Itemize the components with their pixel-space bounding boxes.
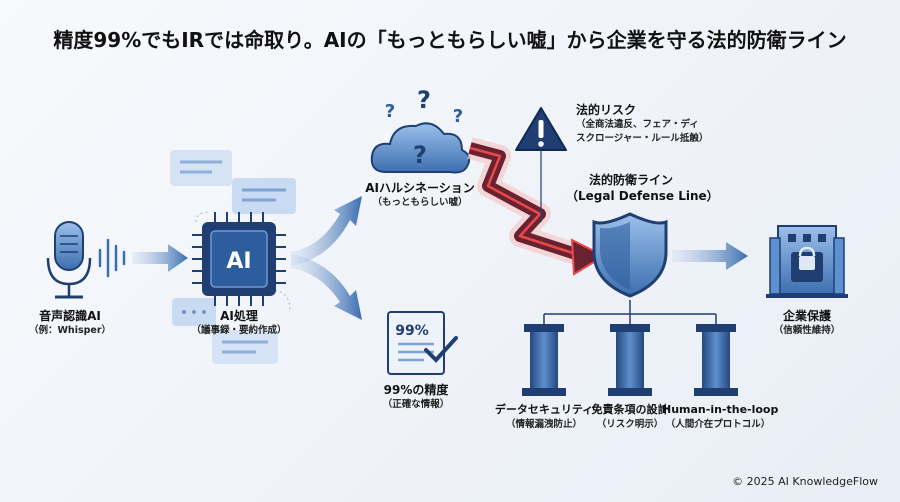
legal-risk-sub-2: スクロージャー・ルール抵触）	[576, 133, 709, 144]
question-cloud-icon: ? ? ? ?	[370, 86, 471, 174]
accuracy-title: 99%の精度	[383, 383, 449, 397]
svg-text:?: ?	[413, 141, 427, 169]
ai-processing-label: AI処理 （議事録・要約作成）	[180, 308, 298, 338]
legal-defense-title: 法的防衛ライン	[588, 173, 673, 187]
pillar-connector	[543, 300, 717, 324]
legal-risk-sub-1: （全商法違反、フェア・ディ	[576, 119, 699, 130]
arrow-ai-to-accuracy	[290, 254, 362, 320]
pillar-icon-2	[608, 324, 652, 396]
arrow-ai-to-hallucination	[290, 196, 362, 266]
building-lock-icon	[766, 225, 848, 298]
voice-ai-label: 音声認識AI （例：Whisper）	[20, 308, 120, 338]
document-percent-text: 99%	[395, 323, 429, 339]
accuracy-sub: （正確な情報）	[382, 399, 450, 410]
legal-risk-title: 法的リスク	[576, 103, 637, 117]
pillar-2-sub: （リスク明示）	[596, 419, 664, 430]
corporate-protection-sub: （信頼性維持）	[773, 325, 841, 336]
ai-chip-text: AI	[226, 249, 251, 274]
svg-text:?: ?	[453, 106, 463, 127]
pillar-3-title: Human-in-the-loop	[662, 403, 779, 416]
hallucination-label: AIハルシネーション （もっともらしい嘘）	[348, 180, 492, 210]
accuracy-label: 99%の精度 （正確な情報）	[370, 382, 462, 412]
sound-wave-icon	[98, 238, 126, 278]
arrow-shield-to-building	[672, 242, 748, 270]
page-title: 精度99%でもIRでは命取り。AIの「もっともらしい嘘」から企業を守る法的防衛ラ…	[53, 28, 847, 52]
corporate-protection-label: 企業保護 （信頼性維持）	[760, 308, 854, 338]
document-check-icon	[387, 311, 458, 375]
pillar-1-label: データセキュリティ （情報漏洩防止）	[488, 402, 600, 432]
arrow-voice-to-ai	[132, 244, 188, 272]
shield-icon	[592, 212, 668, 298]
pillar-1-sub: （情報漏洩防止）	[505, 419, 582, 430]
chat-bubble-icon	[170, 150, 296, 364]
microphone-icon	[46, 221, 92, 299]
pillar-3-sub: （人間介在プロトコル）	[665, 419, 771, 430]
ai-chip-icon	[192, 212, 286, 306]
pillar-3-label: Human-in-the-loop （人間介在プロトコル）	[662, 402, 779, 432]
voice-ai-title: 音声認識AI	[39, 309, 101, 323]
ai-processing-title: AI処理	[220, 309, 258, 323]
corporate-protection-title: 企業保護	[782, 309, 831, 323]
legal-defense-sub: （Legal Defense Line）	[566, 189, 719, 203]
ai-processing-sub: （議事録・要約作成）	[191, 325, 287, 336]
pillar-icon-3	[694, 324, 738, 396]
pillar-1-title: データセキュリティ	[494, 403, 594, 416]
pillar-icon-1	[522, 324, 566, 396]
warning-icon	[515, 107, 567, 222]
pillar-2-label: 免責条項の設計 （リスク明示）	[582, 402, 678, 432]
hallucination-sub: （もっともらしい嘘）	[372, 197, 468, 208]
pillar-2-title: 免責条項の設計	[591, 403, 669, 416]
voice-ai-sub: （例：Whisper）	[28, 325, 112, 336]
legal-risk-label: 法的リスク （全商法違反、フェア・ディ スクロージャー・ルール抵触）	[576, 102, 708, 146]
copyright-footer: © 2025 AI KnowledgeFlow	[732, 475, 878, 488]
svg-text:?: ?	[385, 101, 395, 122]
risk-lightning-arrow	[467, 137, 607, 276]
hallucination-title: AIハルシネーション	[365, 181, 475, 195]
legal-defense-label: 法的防衛ライン （Legal Defense Line）	[566, 172, 719, 204]
svg-text:?: ?	[417, 86, 431, 114]
